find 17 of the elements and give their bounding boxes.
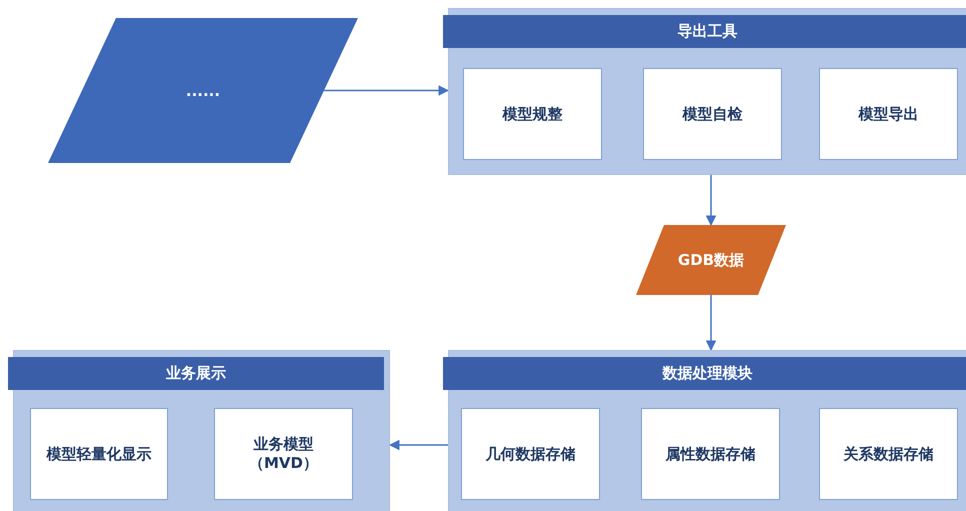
data-label: GDB数据 (678, 251, 744, 269)
process-box: 几何数据存储 (461, 408, 600, 500)
process-box: 属性数据存储 (641, 408, 780, 500)
panel-header: 业务展示 (8, 357, 384, 390)
arrow (324, 85, 450, 96)
arrow (388, 440, 448, 450)
process-box: 关系数据存储 (819, 408, 958, 500)
panel-header: 导出工具 (443, 15, 966, 48)
process-box: 模型自检 (643, 68, 782, 160)
process-box: 模型导出 (819, 68, 958, 160)
arrow (706, 175, 716, 226)
process-box: 模型轻量化显示 (30, 408, 168, 500)
panel-header: 数据处理模块 (443, 357, 966, 390)
data-label: ...... (186, 82, 220, 100)
process-box: 模型规整 (463, 68, 602, 160)
process-box: 业务模型（MVD） (214, 408, 353, 500)
arrow (706, 295, 716, 352)
